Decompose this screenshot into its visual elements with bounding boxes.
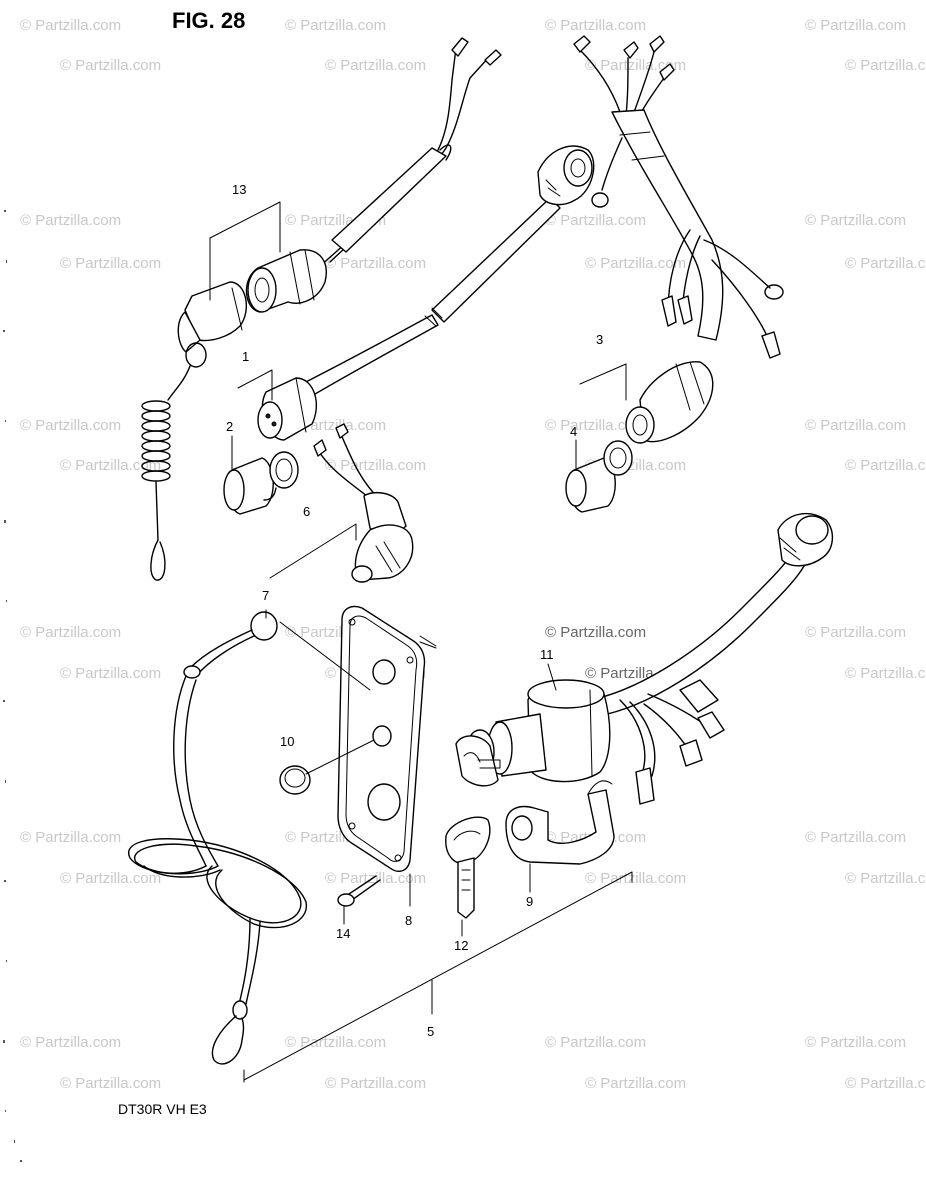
watermark: © Partzilla.com [20, 829, 121, 846]
figure-title: FIG. 28 [172, 8, 245, 33]
watermark: © Partzilla.com [845, 1075, 926, 1092]
part-12-key[interactable] [445, 816, 491, 919]
watermark: © Partzilla.com [60, 870, 161, 887]
callout-leaders [209, 201, 633, 1083]
watermark: © Partzilla.com [805, 212, 906, 229]
watermark: © Partzilla.com [845, 665, 926, 682]
watermark: © Partzilla.com [845, 457, 926, 474]
watermark: © Partzilla.com [805, 1034, 906, 1051]
watermark: © Partzilla.com [325, 255, 426, 272]
part-10-blind-plug[interactable] [279, 765, 311, 795]
watermark: © Partzilla.com [285, 1034, 386, 1051]
watermark: © Partzilla.com [845, 57, 926, 74]
callout-11: 11 [540, 647, 554, 662]
callout-13: 13 [232, 182, 246, 197]
watermark: © Partzilla.com [20, 1034, 121, 1051]
part-2-cap[interactable] [223, 451, 299, 515]
part-8-panel-plate[interactable] [337, 605, 437, 872]
watermark: © Partzilla.com [545, 417, 646, 434]
watermark: © Partzilla.com [585, 255, 686, 272]
part-13-stop-switch[interactable] [141, 37, 502, 581]
callout-5: 5 [427, 1024, 434, 1039]
watermark: © Partzilla.com [805, 624, 906, 641]
part-9-bracket[interactable] [505, 780, 615, 865]
watermark: © Partzilla.com [325, 870, 426, 887]
callout-4: 4 [570, 424, 577, 439]
watermark-highlight: © Partzilla.com [545, 624, 646, 641]
callout-3: 3 [596, 332, 603, 347]
watermark: © Partzilla.com [20, 624, 121, 641]
watermark: © Partzilla.com [20, 417, 121, 434]
watermark: © Partzilla.com [20, 17, 121, 34]
watermark: © Partzilla.com [585, 1075, 686, 1092]
part-1-harness-connector[interactable] [257, 145, 595, 441]
watermark: © Partzilla.com [585, 57, 686, 74]
watermark: © Partzilla.com [325, 1075, 426, 1092]
model-designation: DT30R VH E3 [118, 1101, 207, 1117]
watermark: © Partzilla.com [285, 17, 386, 34]
watermark: © Partzilla.com [545, 1034, 646, 1051]
part-14-screw[interactable] [337, 875, 381, 907]
watermark: © Partzilla.com [60, 457, 161, 474]
callout-9: 9 [526, 894, 533, 909]
watermark: © Partzilla.com [325, 57, 426, 74]
part-4-cap[interactable] [565, 440, 633, 513]
watermark: © Partzilla.com [60, 1075, 161, 1092]
watermark: © Partzilla.com [585, 870, 686, 887]
lanyard-coil [141, 400, 171, 482]
callout-6: 6 [303, 504, 310, 519]
watermark: © Partzilla.com [805, 829, 906, 846]
watermark: © Partzilla.com [20, 212, 121, 229]
callout-10: 10 [280, 734, 294, 749]
scan-edge-noise [3, 210, 22, 1162]
part-11-ignition-switch[interactable] [455, 512, 833, 805]
callout-8: 8 [405, 913, 412, 928]
watermark: © Partzilla.com [60, 255, 161, 272]
callout-7: 7 [262, 588, 269, 603]
callout-14: 14 [336, 926, 350, 941]
watermark: © Partzilla.com [845, 870, 926, 887]
watermark: © Partzilla.com [325, 457, 426, 474]
watermark: © Partzilla.com [845, 255, 926, 272]
watermark: © Partzilla.com [545, 17, 646, 34]
callout-2: 2 [226, 419, 233, 434]
watermark: © Partzilla.com [60, 665, 161, 682]
watermark: © Partzilla.com [60, 57, 161, 74]
callout-12: 12 [454, 938, 468, 953]
callout-labels: 13 1 2 3 4 6 7 10 11 14 8 12 9 5 [226, 182, 603, 1039]
part-3-engine-harness[interactable] [573, 35, 784, 444]
callout-1: 1 [242, 349, 249, 364]
watermark: © Partzilla.com [805, 17, 906, 34]
watermark: © Partzilla.com [805, 417, 906, 434]
watermark: © Partzilla.com [545, 212, 646, 229]
part-7-lanyard-cord[interactable] [127, 611, 307, 1065]
part-6-emergency-switch[interactable] [313, 423, 414, 583]
